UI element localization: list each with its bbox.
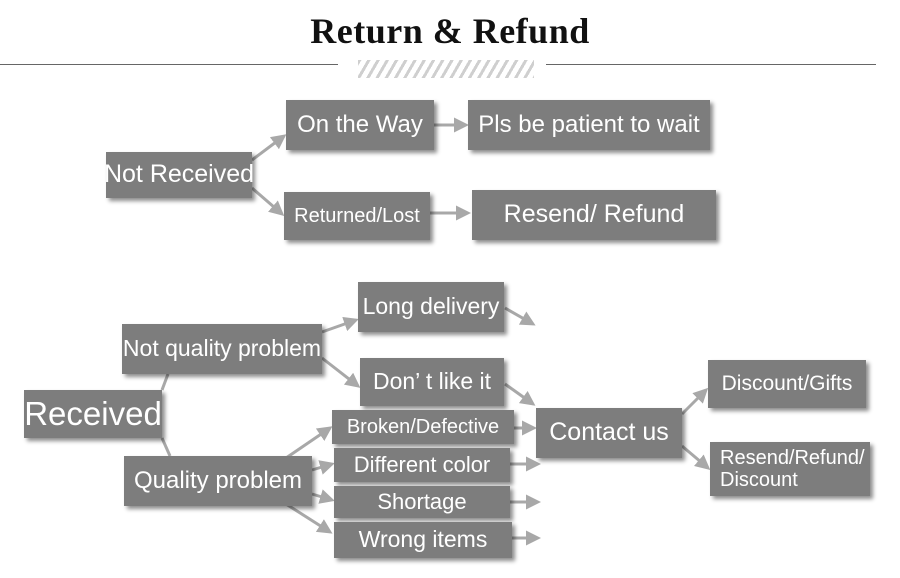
node-resend-refund: Resend/ Refund xyxy=(472,190,716,240)
title-rule-left xyxy=(0,64,338,65)
node-shortage: Shortage xyxy=(334,486,510,518)
arrow-notreceived-returnedlost xyxy=(251,186,285,216)
node-long-delivery: Long delivery xyxy=(358,282,504,332)
node-not-received: Not Received xyxy=(104,152,254,198)
arrow-quality-shortage xyxy=(311,489,335,504)
node-pls-be-patient: Pls be patient to wait xyxy=(468,100,710,150)
node-not-quality-problem: Not quality problem xyxy=(122,324,322,374)
title-hatch-decoration xyxy=(358,60,534,78)
node-received: Received xyxy=(24,390,162,438)
page-title: Return & Refund xyxy=(310,11,590,51)
node-wrong-items: Wrong items xyxy=(334,522,512,558)
connector-received-quality xyxy=(160,437,172,457)
connector-received-notquality xyxy=(160,373,170,391)
arrow-notquality-longdelivery xyxy=(321,316,359,334)
node-different-color: Different color xyxy=(334,448,510,482)
arrow-contact-resend xyxy=(681,444,711,470)
node-returned-lost: Returned/Lost xyxy=(284,192,430,240)
arrow-quality-broken xyxy=(285,426,333,460)
node-contact-us: Contact us xyxy=(536,408,682,458)
node-resend-refund-discount: Resend/Refund/ Discount xyxy=(710,442,870,496)
title-rule-right xyxy=(546,64,876,65)
arrow-dontlike-contact xyxy=(504,382,536,406)
arrow-notquality-dontlike xyxy=(321,356,361,388)
arrow-quality-differentcolor xyxy=(311,460,335,475)
node-broken-defective: Broken/Defective xyxy=(332,410,514,444)
arrow-notreceived-ontheway xyxy=(251,134,287,162)
node-discount-gifts: Discount/Gifts xyxy=(708,360,866,408)
arrow-quality-wrongitems xyxy=(285,502,333,534)
node-quality-problem: Quality problem xyxy=(124,456,312,506)
arrow-longdelivery-out xyxy=(504,306,536,326)
node-dont-like-it: Don’ t like it xyxy=(360,358,504,406)
arrow-contact-discount xyxy=(680,387,709,416)
node-on-the-way: On the Way xyxy=(286,100,434,150)
